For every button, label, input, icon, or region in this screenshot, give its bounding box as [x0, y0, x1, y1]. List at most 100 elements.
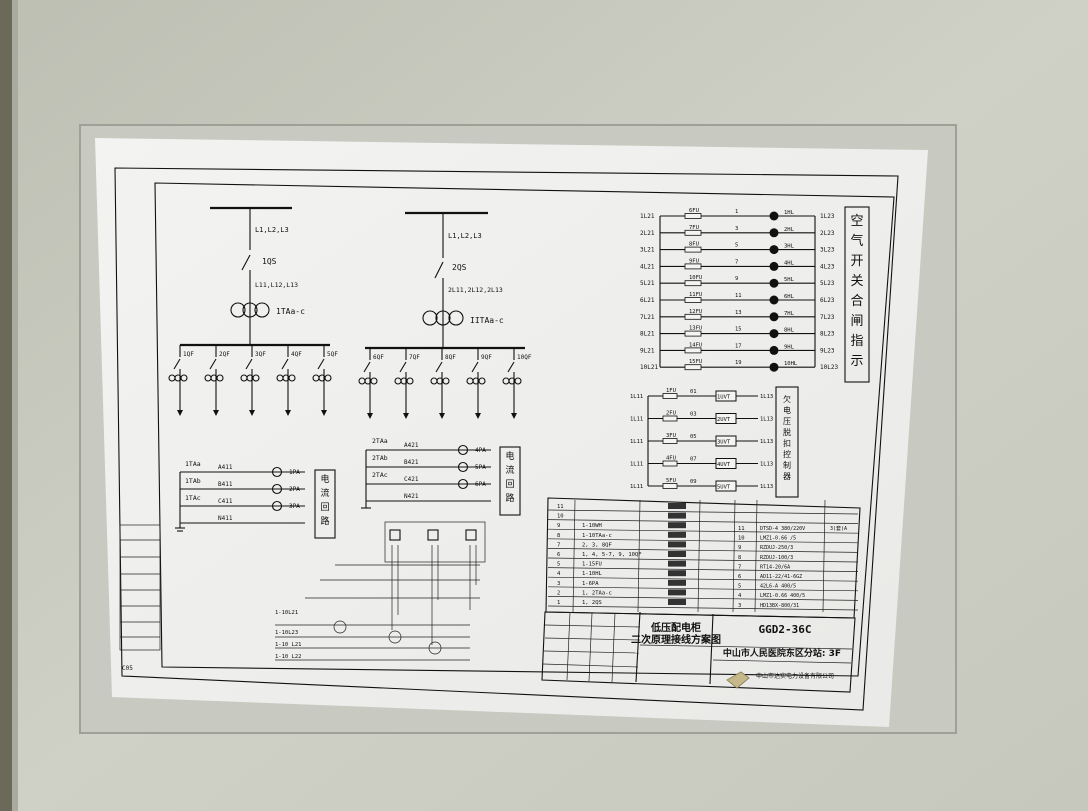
parts-row-line [547, 548, 859, 553]
fuse-label: 12FU [689, 309, 702, 315]
part-right-spec: RZDUJ-250/3 [760, 545, 793, 551]
feeder-label: 6QF [373, 354, 384, 361]
ammeter-symbol [271, 466, 283, 478]
part-spec: 1-10HL [582, 571, 603, 577]
feeder-arrow [249, 410, 255, 416]
uv-fuse-label: 4FU [666, 456, 676, 462]
feeder-label: 7QF [409, 354, 420, 361]
part-spec: 1-10TAa-c [582, 533, 612, 539]
part-right-number: 11 [738, 526, 745, 532]
lamp-label: 3HL [784, 244, 795, 250]
feeder-breaker [363, 361, 371, 373]
uv-unit-box [715, 435, 737, 447]
parts-row-line [547, 519, 859, 524]
busbar-1-phases-out: L11,L12,L13 [255, 281, 298, 289]
uv-fuse-label: 5FU [666, 478, 676, 484]
fuse-label: 14FU [689, 342, 702, 348]
busbar-2-phases: L1,L2,L3 [448, 232, 482, 240]
part-right-number: 4 [738, 593, 742, 599]
ct2-c: 2TAc [372, 471, 388, 479]
uv-fuse-label: 2FU [666, 411, 676, 417]
current-loop-2: 2TAa 2TAb 2TAc A4214PAB4215PAC4216PAN421… [361, 437, 521, 516]
indicator-lamp [769, 228, 779, 238]
ammeter-label: 4PA [475, 447, 486, 454]
ammeter-symbol [271, 500, 283, 512]
terminal-number: 19 [735, 360, 742, 366]
wire-label: A411 [218, 464, 233, 471]
wire-label: B421 [404, 459, 419, 466]
fuse-symbol [684, 263, 702, 270]
uv-left-label: 1L11 [630, 394, 643, 400]
uv-unit-label: 3UVT [717, 440, 731, 446]
parts-row-line [547, 509, 859, 515]
indicator-lamp [769, 245, 779, 255]
part-spec: 2, 3, 8QF [582, 542, 612, 548]
part-right-spec: AD11-22/41-6GZ [760, 574, 802, 580]
fuse-symbol [684, 347, 702, 354]
indicator-right-label: 10L23 [820, 364, 838, 371]
part-name-smudge [668, 599, 686, 605]
lamp-label: 1HL [784, 210, 795, 216]
part-name-smudge [668, 503, 686, 509]
drawing-inner-border [154, 182, 895, 677]
ct-coil [216, 374, 224, 382]
model-number: GGD2-36C [759, 623, 812, 636]
wire-label: N421 [404, 493, 419, 500]
part-spec: 1-6PA [582, 581, 599, 587]
fuse-label: 6FU [689, 208, 699, 214]
current-loop-1-label: 电流回路 [320, 473, 329, 527]
part-name-smudge [668, 579, 686, 586]
part-right-qty: 3(套)A [830, 525, 847, 532]
fuse-symbol [684, 364, 702, 371]
lamp-label: 2HL [784, 227, 795, 233]
ct-coil [406, 377, 414, 385]
terminal-number: 13 [735, 310, 742, 316]
project-name: 中山市人民医院东区分站: 3F [723, 647, 841, 659]
ct1-c: 1TAc [185, 494, 201, 502]
indicator-right-label: 8L23 [820, 331, 835, 338]
margin-note: C05 [122, 665, 133, 672]
busbar-1-ct: 1TAa-c [276, 307, 305, 316]
indicator-lamp [769, 329, 779, 339]
feeder-arrow [439, 413, 445, 419]
part-name-smudge [668, 512, 686, 519]
uv-fuse [662, 393, 678, 399]
fuse-label: 13FU [689, 326, 702, 332]
wire-label: B411 [218, 481, 233, 488]
uv-left-label: 1L11 [630, 484, 643, 490]
uv-fuse [662, 483, 678, 489]
ct-coil [514, 377, 522, 385]
indicator-lamp [769, 278, 779, 288]
uv-terminal: 05 [690, 434, 697, 440]
feeder-label: 5QF [327, 351, 338, 358]
feeder-arrow [177, 410, 183, 416]
lamp-label: 7HL [784, 311, 795, 317]
feeder-label: 10QF [517, 354, 532, 361]
title-line2: 二次原理接线方案图 [631, 633, 721, 646]
uv-fuse [662, 415, 678, 422]
feeder-label: 2QF [219, 351, 230, 358]
ct1-a: 1TAa [185, 460, 201, 468]
parts-row-line [547, 538, 859, 544]
feeder-breaker [173, 358, 181, 370]
lamp-label: 6HL [784, 294, 795, 300]
indicator-right-label: 9L23 [820, 347, 835, 354]
uv-fuse [662, 460, 678, 467]
feeder-breaker [471, 361, 479, 373]
feeder-arrow [321, 410, 327, 416]
terminal-number: 15 [735, 327, 742, 333]
indicator-left-label: 10L21 [640, 364, 658, 371]
indicator-left-label: 1L21 [640, 213, 655, 220]
wire-label: C411 [218, 498, 233, 505]
busbar-2-ct: IITAa-c [470, 316, 504, 325]
uv-right-label: 1L13 [760, 439, 773, 445]
uv-fuse-label: 1FU [666, 388, 676, 394]
diagram-paper [95, 138, 928, 727]
feeder-arrow [475, 413, 481, 419]
part-number: 2 [557, 590, 560, 596]
left-edge-strip [0, 0, 12, 811]
ammeter-symbol [271, 483, 283, 495]
